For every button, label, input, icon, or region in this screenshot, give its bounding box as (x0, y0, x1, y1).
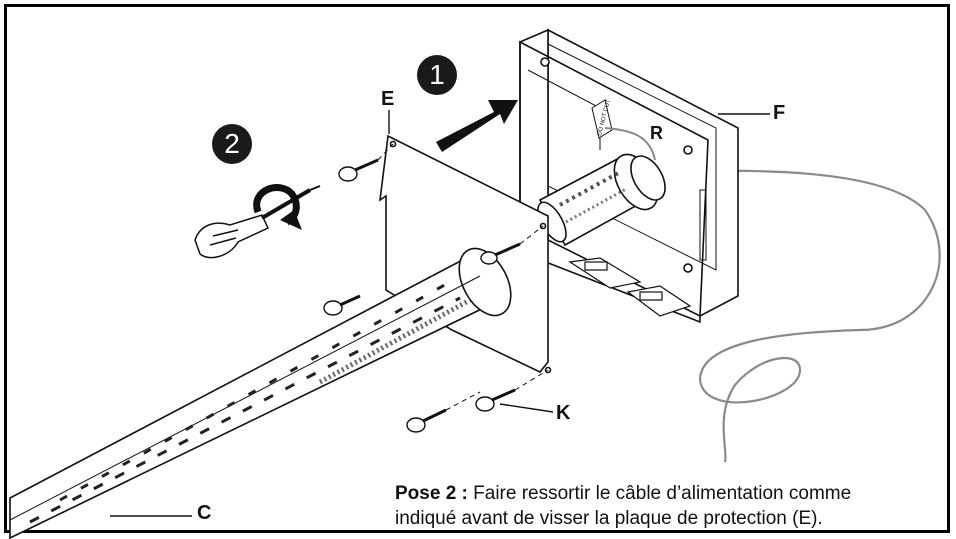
label-leaders (110, 110, 770, 517)
screwdriver-icon (194, 185, 321, 259)
roller-tube-c (9, 247, 512, 539)
step-badge-1: 1 (417, 55, 457, 95)
caption-line-2: indiqué avant de visser la plaque de pro… (395, 508, 823, 529)
screw-icon (480, 242, 521, 265)
screw-icon (323, 294, 361, 316)
instruction-caption: Pose 2 : Faire ressortir le câble d’alim… (395, 481, 955, 531)
caption-line-1: Faire ressortir le câble d’alimentation … (467, 483, 852, 504)
motor-tube (537, 153, 666, 247)
label-f: F (773, 102, 786, 124)
label-r: R (650, 123, 663, 143)
caption-title: Pose 2 : (395, 483, 468, 504)
screw-icon (338, 158, 379, 182)
label-e: E (381, 88, 395, 110)
rotation-arrow-icon (253, 184, 302, 230)
label-k: K (556, 402, 571, 424)
figure-border (4, 4, 950, 533)
bracket-clips (568, 257, 692, 317)
screw-guides (377, 143, 549, 411)
screw-icon (406, 408, 447, 433)
push-arrow-icon (436, 100, 518, 152)
screw-icon (475, 388, 516, 412)
label-c: C (197, 502, 212, 524)
step-badge-2: 2 (212, 124, 252, 164)
power-cable (639, 169, 941, 463)
